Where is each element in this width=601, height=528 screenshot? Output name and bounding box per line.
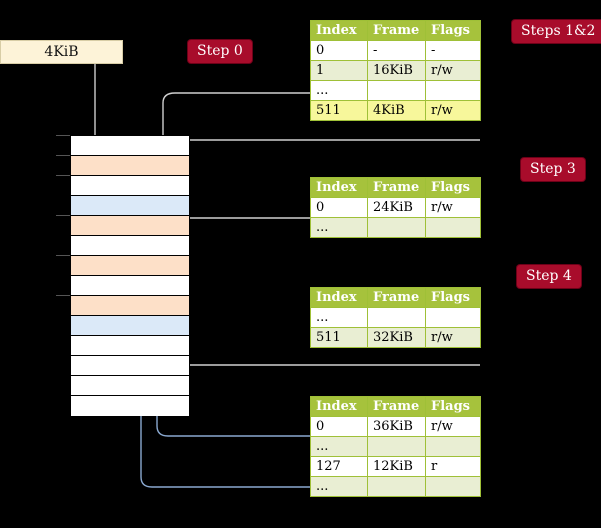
cell-flags (425, 217, 481, 238)
memory-frame-row (71, 376, 189, 396)
memory-row-tick (56, 135, 70, 136)
badge-steps-1-2: Steps 1&2 (512, 20, 601, 43)
cell-flags (425, 436, 481, 457)
badge-step-0: Step 0 (188, 40, 252, 63)
cell-flags: r/w (425, 416, 481, 437)
memory-frame-row (71, 196, 189, 216)
cell-flags: - (425, 40, 481, 61)
cell-index: ... (310, 217, 368, 238)
cell-flags: r/w (425, 327, 481, 348)
cell-flags: r/w (425, 197, 481, 218)
memory-row-tick (56, 295, 70, 296)
memory-frame-row (71, 256, 189, 276)
cell-flags (425, 80, 481, 101)
cell-flags: r/w (425, 100, 481, 121)
table-row: ... (310, 476, 481, 497)
col-header-frame: Frame (367, 20, 426, 41)
col-header-index: Index (310, 396, 368, 417)
table-row: ... (310, 80, 481, 101)
cell-frame: 24KiB (367, 197, 426, 218)
table-row: ... (310, 217, 481, 238)
cell-frame: 4KiB (367, 100, 426, 121)
table-row: 0-- (310, 40, 481, 61)
cell-index: 1 (310, 60, 368, 81)
memory-frame-row (71, 216, 189, 236)
col-header-frame: Frame (367, 396, 426, 417)
memory-frame-row (71, 236, 189, 256)
memory-frame-row (71, 336, 189, 356)
memory-frame-row (71, 176, 189, 196)
table-row: ... (310, 436, 481, 457)
memory-frame-row (71, 296, 189, 316)
cell-frame (367, 217, 426, 238)
memory-frame-row (71, 396, 189, 416)
memory-frame-row (71, 356, 189, 376)
cell-flags (425, 476, 481, 497)
cell-frame (367, 476, 426, 497)
cell-index: 511 (310, 100, 368, 121)
cell-frame: 36KiB (367, 416, 426, 437)
source-frame-box: 4KiB (0, 40, 123, 64)
cell-frame (367, 80, 426, 101)
cell-flags: r/w (425, 60, 481, 81)
table-row: ... (310, 307, 481, 328)
col-header-flags: Flags (425, 20, 481, 41)
col-header-index: Index (310, 177, 368, 198)
col-header-flags: Flags (425, 287, 481, 308)
cell-index: 511 (310, 327, 368, 348)
cell-frame: 16KiB (367, 60, 426, 81)
col-header-flags: Flags (425, 177, 481, 198)
cell-index: ... (310, 307, 368, 328)
physical-memory-column (70, 135, 190, 416)
cell-index: 0 (310, 40, 368, 61)
badge-step-4: Step 4 (517, 265, 581, 288)
col-header-index: Index (310, 20, 368, 41)
cell-index: ... (310, 80, 368, 101)
cell-frame (367, 307, 426, 328)
cell-index: ... (310, 436, 368, 457)
memory-frame-row (71, 156, 189, 176)
cell-index: 127 (310, 456, 368, 477)
cell-frame: 12KiB (367, 456, 426, 477)
memory-frame-row (71, 276, 189, 296)
cell-frame (367, 436, 426, 457)
cell-flags (425, 307, 481, 328)
memory-row-tick (56, 215, 70, 216)
col-header-frame: Frame (367, 177, 426, 198)
cell-index: 0 (310, 416, 368, 437)
badge-step-3: Step 3 (521, 158, 585, 181)
cell-index: 0 (310, 197, 368, 218)
cell-frame: - (367, 40, 426, 61)
memory-frame-row (71, 136, 189, 156)
col-header-frame: Frame (367, 287, 426, 308)
cell-flags: r (425, 456, 481, 477)
memory-frame-row (71, 316, 189, 336)
col-header-flags: Flags (425, 396, 481, 417)
col-header-index: Index (310, 287, 368, 308)
memory-row-tick (56, 175, 70, 176)
memory-row-tick (56, 155, 70, 156)
cell-index: ... (310, 476, 368, 497)
cell-frame: 32KiB (367, 327, 426, 348)
source-frame-label: 4KiB (44, 44, 79, 60)
memory-row-tick (56, 255, 70, 256)
